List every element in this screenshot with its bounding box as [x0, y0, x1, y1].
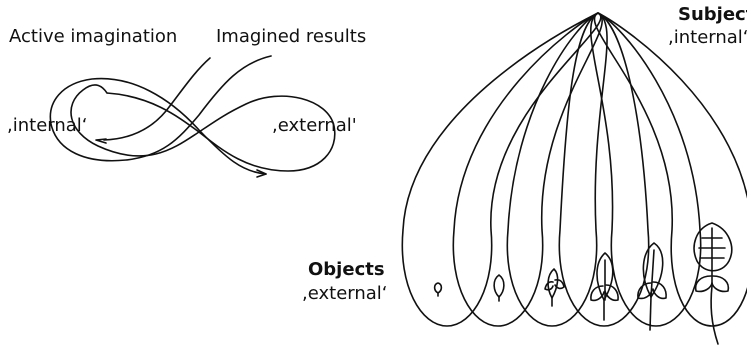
leaf-stage-5 — [637, 242, 667, 331]
infinity-loop-front-stroke — [49, 55, 272, 175]
active-imagination-label: Active imagination — [9, 26, 178, 47]
subject-object-loop-3 — [506, 12, 608, 327]
leaf-stage-2 — [493, 274, 505, 302]
leaf-stage-4 — [590, 252, 619, 321]
infinity-loop-inner-stroke — [103, 57, 211, 141]
left-infinity-loop — [49, 55, 336, 178]
objects-title: Objects — [308, 259, 385, 280]
external-label: ,external' — [272, 115, 357, 136]
imagined-results-label: Imagined results — [216, 26, 367, 47]
subject-object-loop-1 — [401, 12, 602, 327]
leaf-series — [433, 222, 733, 345]
subject-object-loop-6 — [593, 12, 747, 327]
subject-object-loop-4 — [558, 12, 650, 327]
arrow-right-head — [256, 169, 267, 178]
leaf-stage-1 — [433, 282, 443, 297]
leaf-stage-3 — [544, 268, 565, 307]
leaf-stage-6 — [693, 222, 733, 345]
subject-subtitle: ,internal‘ — [668, 27, 747, 48]
internal-label: ,internal‘ — [7, 115, 88, 136]
arrow-left-head — [95, 138, 107, 144]
subject-object-loop-2 — [452, 12, 604, 327]
subject-object-loop-5 — [590, 12, 702, 327]
subject-title: Subject — [678, 4, 747, 25]
objects-subtitle: ,external‘ — [302, 283, 388, 304]
subject-object-loops — [401, 12, 747, 327]
